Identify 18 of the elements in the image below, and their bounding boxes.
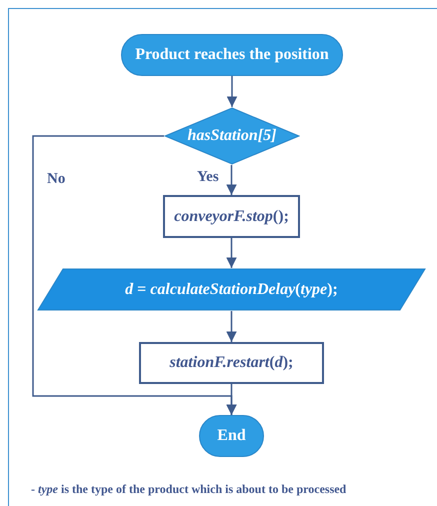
data-parallelogram [37,268,426,311]
terminal-shape [199,415,264,457]
node-text: Product reaches the position [135,45,329,65]
process-box [139,342,324,384]
arrow [226,76,238,107]
node-text: End [217,426,246,446]
node-text: d = calculateStationDelay(type); [125,280,338,300]
arrow [226,311,237,342]
node-text: hasStation[5] [188,126,276,146]
node-text: stationF.restart(d); [170,353,294,373]
node-text: conveyorF.stop(); [174,206,289,226]
decision-diamond [164,107,300,165]
arrow [32,135,237,415]
arrow [226,238,237,268]
arrow [226,165,237,195]
process-box [163,195,300,238]
terminal-shape [121,34,343,76]
footnote: - type is the type of the product which is about to be processed [31,481,346,498]
